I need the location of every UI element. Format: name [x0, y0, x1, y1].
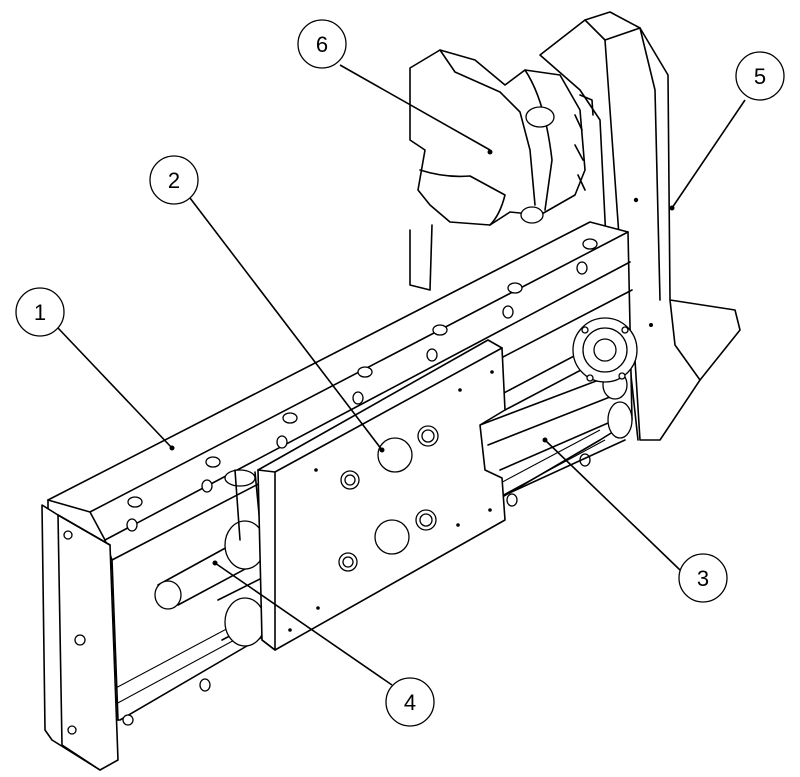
callout-5-label: 5 [754, 64, 766, 89]
carriage-plate [257, 339, 506, 651]
callout-6: 6 [297, 19, 347, 69]
callout-4-label: 4 [404, 690, 416, 715]
callout-6-label: 6 [316, 32, 328, 57]
leader-lines [57, 64, 746, 686]
motor-gearbox [409, 49, 594, 291]
callout-1-label: 1 [34, 300, 46, 325]
guide-rods [479, 317, 638, 496]
callout-2: 2 [149, 155, 199, 205]
callout-1: 1 [15, 287, 65, 337]
end-plate [41, 504, 119, 771]
callout-3: 3 [678, 553, 728, 603]
callout-4: 4 [385, 677, 435, 727]
callout-3-label: 3 [697, 566, 709, 591]
callout-5: 5 [735, 51, 785, 101]
callout-2-label: 2 [168, 168, 180, 193]
